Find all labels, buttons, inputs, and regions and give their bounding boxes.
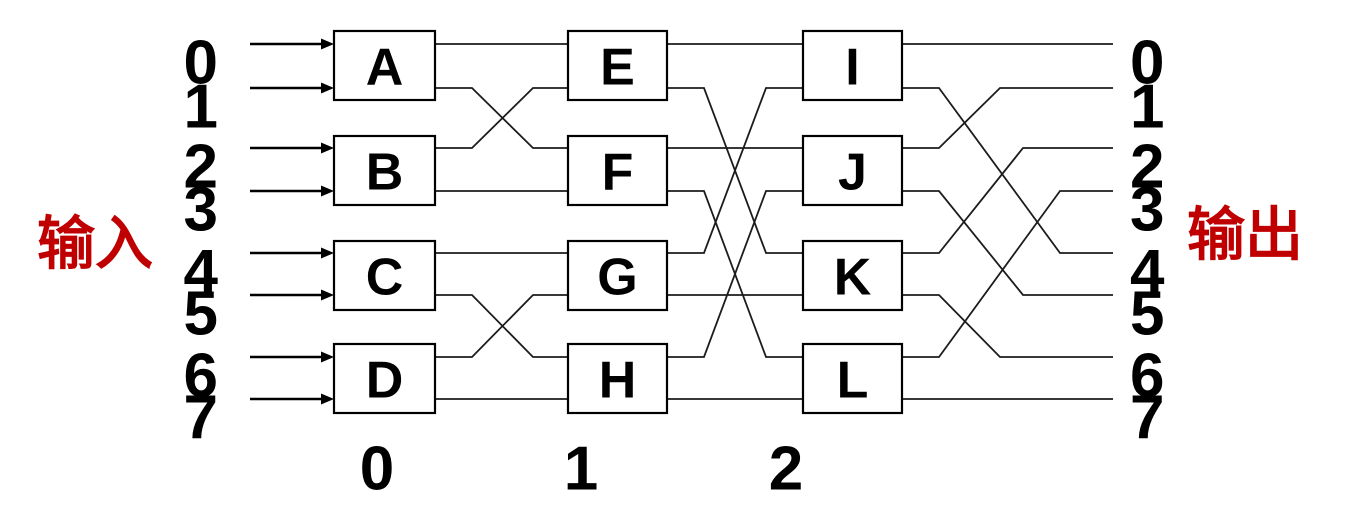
switch-box-A — [332, 29, 437, 102]
input-terminal-label-0: 0 — [184, 29, 218, 98]
switch-label-J: J — [838, 144, 867, 202]
switch-box-B — [332, 134, 437, 207]
input-terminal-label-1: 1 — [184, 73, 218, 142]
switch-label-B: B — [366, 144, 404, 202]
switch-label-H: H — [599, 352, 637, 410]
output-terminal-label-7: 7 — [1130, 384, 1164, 453]
stage-number-label-0: 0 — [360, 435, 394, 504]
switch-box-D — [332, 342, 437, 415]
wire-stage2-to-output-line1 — [902, 87, 1113, 254]
output-terminal-label-5: 5 — [1130, 280, 1164, 349]
output-side-label: 输出 — [1187, 203, 1303, 268]
input-arrowhead-icon-7 — [321, 393, 334, 405]
switch-label-G: G — [597, 249, 637, 307]
stage-labels-layer: 0 1 2 — [360, 435, 803, 504]
input-arrowhead-icon-2 — [321, 142, 334, 154]
switch-box-I — [801, 29, 904, 102]
switch-label-A: A — [366, 39, 404, 97]
switch-box-L — [801, 342, 904, 415]
wires-layer — [435, 43, 1113, 400]
stage-number-label-1: 1 — [564, 435, 598, 504]
input-terminal-label-4: 4 — [184, 238, 219, 307]
input-arrowhead-icon-0 — [321, 38, 334, 50]
stage-number-label-2: 2 — [769, 435, 803, 504]
switch-label-L: L — [837, 352, 869, 410]
input-terminal-label-6: 6 — [184, 342, 218, 411]
switch-label-E: E — [600, 39, 635, 97]
switch-label-C: C — [366, 249, 404, 307]
switch-box-F — [566, 134, 669, 207]
wire-stage0-to-stage1-line6 — [435, 294, 568, 358]
switch-label-F: F — [602, 144, 634, 202]
input-arrowhead-icon-6 — [321, 351, 334, 363]
switch-box-K — [801, 239, 904, 312]
wire-stage1-to-stage2-line6 — [667, 190, 803, 358]
switch-label-D: D — [366, 352, 404, 410]
switch-label-K: K — [834, 249, 872, 307]
wire-stage0-to-stage1-line2 — [435, 87, 568, 149]
output-terminal-label-1: 1 — [1130, 73, 1164, 142]
output-terminal-label-3: 3 — [1130, 176, 1164, 245]
wire-stage1-to-stage2-line4 — [667, 87, 803, 254]
wire-stage2-to-output-line6 — [902, 190, 1113, 358]
output-terminal-label-2: 2 — [1130, 133, 1164, 202]
input-side-label: 输入 — [37, 212, 153, 277]
input-terminal-label-5: 5 — [184, 280, 218, 349]
wire-stage2-to-output-line2 — [902, 87, 1113, 149]
switch-box-C — [332, 239, 437, 312]
wire-stage2-to-output-line5 — [902, 294, 1113, 358]
output-terminal-label-6: 6 — [1130, 342, 1164, 411]
input-terminal-label-2: 2 — [184, 133, 218, 202]
wire-stage2-to-output-line3 — [902, 190, 1113, 296]
output-terminal-label-0: 0 — [1130, 29, 1164, 98]
switch-box-E — [566, 29, 669, 102]
input-arrowhead-icon-5 — [321, 289, 334, 301]
switch-box-J — [801, 134, 904, 207]
wire-stage2-to-output-line4 — [902, 147, 1113, 254]
switch-box-H — [566, 342, 669, 415]
switch-box-G — [566, 239, 669, 312]
output-terminal-label-4: 4 — [1130, 238, 1165, 307]
input-arrowhead-icon-4 — [321, 247, 334, 259]
input-arrows-layer — [250, 38, 334, 405]
switch-label-I: I — [845, 39, 859, 97]
input-arrowhead-icon-1 — [321, 82, 334, 94]
input-terminal-label-3: 3 — [184, 176, 218, 245]
input-arrowhead-icon-3 — [321, 185, 334, 197]
input-terminal-label-7: 7 — [184, 384, 218, 453]
